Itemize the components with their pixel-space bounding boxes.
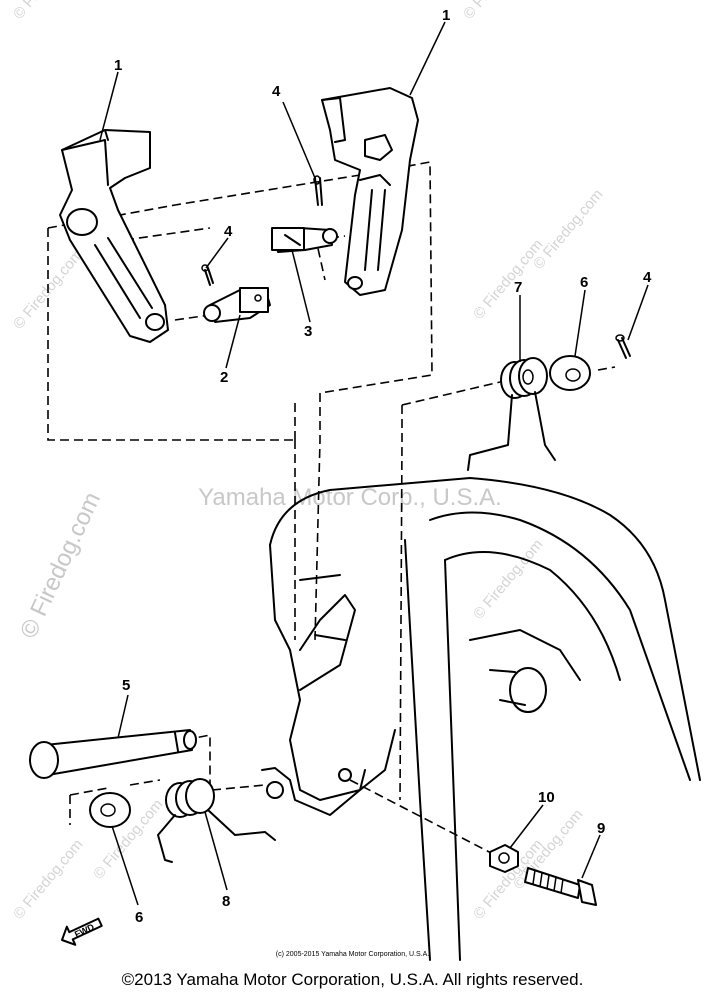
callout-7: 7 xyxy=(514,279,522,296)
callout-4-left: 4 xyxy=(224,223,233,240)
watermark-tile: © Firedog.com xyxy=(10,836,86,922)
leader-lines xyxy=(99,21,649,906)
watermark-tile: © Firedog.com xyxy=(470,536,546,622)
callout-3: 3 xyxy=(304,323,312,340)
bolt-part-9 xyxy=(524,867,597,906)
small-copyright-line: (c) 2005-2015 Yamaha Motor Corporation, … xyxy=(275,951,430,958)
watermark-tile: © Firedog.com xyxy=(530,186,606,272)
watermark-tile: © Firedog.com xyxy=(470,236,546,322)
pin-part-2 xyxy=(203,287,271,323)
watermark-tile: © Firedog.com xyxy=(10,0,86,23)
callout-4-upper: 4 xyxy=(272,83,281,100)
bracket-right xyxy=(321,87,419,296)
forward-arrow-icon: FWD xyxy=(61,917,103,946)
washer-part-6-lower xyxy=(89,792,131,828)
footer-copyright: ©2013 Yamaha Motor Corporation, U.S.A. A… xyxy=(121,970,584,989)
callout-2: 2 xyxy=(220,369,228,386)
spring-part-8 xyxy=(157,778,276,863)
spring-part-7 xyxy=(467,357,556,471)
watermark-tile: © Firedog.com xyxy=(460,0,536,23)
callout-5: 5 xyxy=(122,677,130,694)
watermark-left-vertical: © Firedog.com xyxy=(15,488,106,642)
callout-9: 9 xyxy=(597,820,605,837)
callout-1-left: 1 xyxy=(114,57,122,74)
pin-part-3 xyxy=(271,227,338,253)
nut-part-10 xyxy=(489,844,519,873)
housing-body xyxy=(261,477,701,961)
bracket-left xyxy=(59,129,169,343)
callout-4-right: 4 xyxy=(643,269,652,286)
callout-1-right: 1 xyxy=(442,7,450,24)
shaft-part-5 xyxy=(29,729,197,779)
callout-labels: 1 1 4 4 2 3 7 6 4 5 10 9 6 8 xyxy=(114,7,652,926)
washer-part-6-upper xyxy=(549,355,591,391)
cotter-pins xyxy=(201,175,631,359)
callout-6-upper: 6 xyxy=(580,274,588,291)
callout-10: 10 xyxy=(538,789,555,806)
callout-8: 8 xyxy=(222,893,230,910)
callout-6-lower: 6 xyxy=(135,909,143,926)
